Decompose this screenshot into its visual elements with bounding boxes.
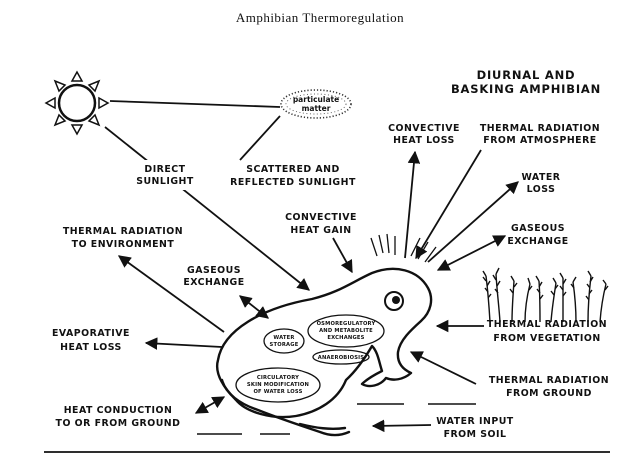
circulatory-label-2: SKIN MODIFICATION bbox=[247, 382, 309, 388]
thermal-ground-label-2: FROM GROUND bbox=[506, 388, 592, 399]
particulate-label-2: matter bbox=[302, 104, 331, 113]
osmoregulatory-ellipse bbox=[307, 314, 385, 348]
gaseous-right-label-2: EXCHANGE bbox=[507, 236, 568, 247]
scattered-sunlight-line bbox=[239, 115, 281, 161]
thermal-atmosphere-label-1: THERMAL RADIATION bbox=[480, 123, 600, 134]
water-input-label-2: FROM SOIL bbox=[444, 429, 507, 440]
heat-conduction-label-2: TO OR FROM GROUND bbox=[56, 418, 181, 429]
thermal-ground-label-1: THERMAL RADIATION bbox=[489, 375, 609, 386]
thermal-environment-label-1: THERMAL RADIATION bbox=[63, 226, 183, 237]
osmoregulatory-label-3: EXCHANGES bbox=[327, 335, 364, 341]
evaporative-arrow bbox=[144, 337, 223, 350]
water-input-label-1: WATER INPUT bbox=[436, 416, 514, 427]
ground-lines bbox=[197, 403, 476, 435]
particulate-matter-cloud bbox=[280, 89, 352, 119]
gaseous-left-label-2: EXCHANGE bbox=[183, 277, 244, 288]
heat-conduction-label-1: HEAT CONDUCTION bbox=[64, 405, 173, 416]
gaseous-right-label-1: GASEOUS bbox=[511, 223, 565, 234]
frog-eye-icon bbox=[384, 291, 404, 311]
evaporative-label-1: EVAPORATIVE bbox=[52, 328, 130, 339]
sun-icon bbox=[44, 70, 110, 136]
water-storage-ellipse bbox=[263, 328, 305, 354]
heading-line-1: DIURNAL AND bbox=[477, 68, 576, 82]
scattered-label-2: REFLECTED SUNLIGHT bbox=[230, 177, 356, 188]
thermal-vegetation-label-1: THERMAL RADIATION bbox=[487, 319, 607, 330]
anaerobiosis-ellipse bbox=[312, 349, 370, 365]
direct-sunlight-label-2: SUNLIGHT bbox=[136, 176, 194, 187]
gaseous-right-arrow bbox=[436, 235, 507, 271]
osmoregulatory-label-1: OSMOREGULATORY bbox=[317, 321, 376, 327]
page-title: Amphibian Thermoregulation bbox=[236, 10, 404, 25]
evaporative-label-2: HEAT LOSS bbox=[60, 342, 122, 353]
anaerobiosis-label: ANAEROBIOSIS bbox=[318, 355, 364, 361]
circulatory-label-1: CIRCULATORY bbox=[257, 375, 299, 381]
gaseous-left-label-1: GASEOUS bbox=[187, 265, 241, 276]
osmoregulatory-label-2: AND METABOLITE bbox=[319, 328, 373, 334]
frog-pupil-icon bbox=[392, 296, 400, 304]
thermal-environment-label-2: TO ENVIRONMENT bbox=[72, 239, 175, 250]
convective-heat-gain-arrow bbox=[332, 237, 353, 274]
water-input-arrow bbox=[371, 419, 432, 433]
water-loss-label-2: LOSS bbox=[527, 184, 556, 195]
heading-line-2: BASKING AMPHIBIAN bbox=[451, 82, 601, 96]
gaseous-left-arrow bbox=[239, 295, 269, 319]
convective-heat-loss-arrow bbox=[404, 150, 421, 259]
direct-sunlight-arrow bbox=[104, 126, 310, 291]
thermal-vegetation-label-2: FROM VEGETATION bbox=[493, 333, 600, 344]
water-loss-label-1: WATER bbox=[522, 172, 561, 183]
water-storage-label-2: STORAGE bbox=[270, 342, 299, 348]
water-storage-label-1: WATER bbox=[273, 335, 294, 341]
circulatory-ellipse bbox=[235, 367, 321, 403]
convective-heat-loss-label-1: CONVECTIVE bbox=[388, 123, 460, 134]
direct-sunlight-label-1: DIRECT bbox=[144, 164, 185, 175]
heat-conduction-arrow bbox=[194, 396, 226, 414]
radiant-rays bbox=[370, 233, 437, 263]
thermal-environment-arrow bbox=[117, 255, 225, 333]
frog-illustration bbox=[215, 267, 433, 437]
sun-to-particulate-line bbox=[109, 100, 281, 108]
particulate-label-1: particulate bbox=[293, 95, 339, 104]
thermal-atmosphere-label-2: FROM ATMOSPHERE bbox=[483, 135, 596, 146]
circulatory-label-3: OF WATER LOSS bbox=[253, 389, 302, 395]
thermal-ground-arrow bbox=[409, 351, 477, 385]
scattered-label-1: SCATTERED AND bbox=[246, 164, 340, 175]
convective-heat-gain-label-1: CONVECTIVE bbox=[285, 212, 357, 223]
water-loss-arrow bbox=[427, 181, 519, 263]
convective-heat-loss-label-2: HEAT LOSS bbox=[393, 135, 455, 146]
vegetation-grass-icon bbox=[482, 267, 609, 323]
thermal-atmosphere-arrow bbox=[415, 149, 482, 260]
convective-heat-gain-label-2: HEAT GAIN bbox=[290, 225, 351, 236]
direct-sunlight-label-bg bbox=[125, 160, 205, 190]
